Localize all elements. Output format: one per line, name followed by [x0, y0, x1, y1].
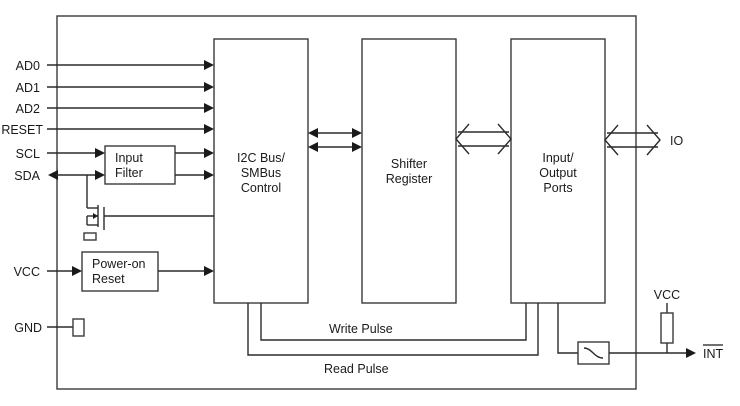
shifter-label-1: Shifter	[391, 157, 427, 171]
mosfet-icon	[83, 205, 214, 241]
pin-ad2-label: AD2	[16, 102, 40, 116]
shifter-label-2: Register	[386, 172, 433, 186]
pullup-vcc-label: VCC	[654, 288, 680, 302]
read-pulse-label: Read Pulse	[324, 362, 389, 376]
io-ports-label-1: Input/	[542, 151, 574, 165]
io-ports-block: Input/ Output Ports	[510, 38, 606, 304]
io-ports-label-2: Output	[539, 166, 577, 180]
shifter-io-bus-arrow	[455, 123, 512, 155]
scl-line	[47, 148, 214, 158]
vcc-por-line	[47, 266, 214, 276]
address-input-lines	[47, 60, 214, 134]
i2c-shifter-bus	[308, 128, 362, 152]
write-pulse-line	[260, 303, 527, 341]
pin-scl-label: SCL	[16, 147, 40, 161]
pullup-resistor-icon	[660, 303, 674, 353]
sda-line	[48, 170, 214, 209]
io-ports-label-3: Ports	[543, 181, 572, 195]
io-label: IO	[670, 134, 683, 148]
gnd-connection	[47, 318, 85, 337]
i2c-label-2: SMBus	[241, 166, 281, 180]
read-pulse-line	[247, 303, 539, 356]
int-output-label: INT	[703, 347, 724, 361]
por-label-1: Power-on	[92, 257, 146, 271]
pin-vcc-label: VCC	[14, 265, 40, 279]
i2c-label-1: I2C Bus/	[237, 151, 285, 165]
io-pins-bus-arrow	[604, 124, 661, 156]
interrupt-path	[557, 303, 696, 365]
power-on-reset-block: Power-on Reset	[81, 251, 159, 292]
write-pulse-label: Write Pulse	[329, 322, 393, 336]
pin-ad1-label: AD1	[16, 81, 40, 95]
input-filter-label-1: Input	[115, 151, 143, 165]
pin-ad0-label: AD0	[16, 59, 40, 73]
por-label-2: Reset	[92, 272, 125, 286]
shifter-register-block: Shifter Register	[361, 38, 457, 304]
pin-reset-label: RESET	[1, 123, 43, 137]
input-filter-block: Input Filter	[104, 145, 176, 185]
i2c-control-block: I2C Bus/ SMBus Control	[213, 38, 309, 304]
pin-sda-label: SDA	[14, 169, 40, 183]
i2c-label-3: Control	[241, 181, 281, 195]
pin-gnd-label: GND	[14, 321, 42, 335]
input-filter-label-2: Filter	[115, 166, 143, 180]
